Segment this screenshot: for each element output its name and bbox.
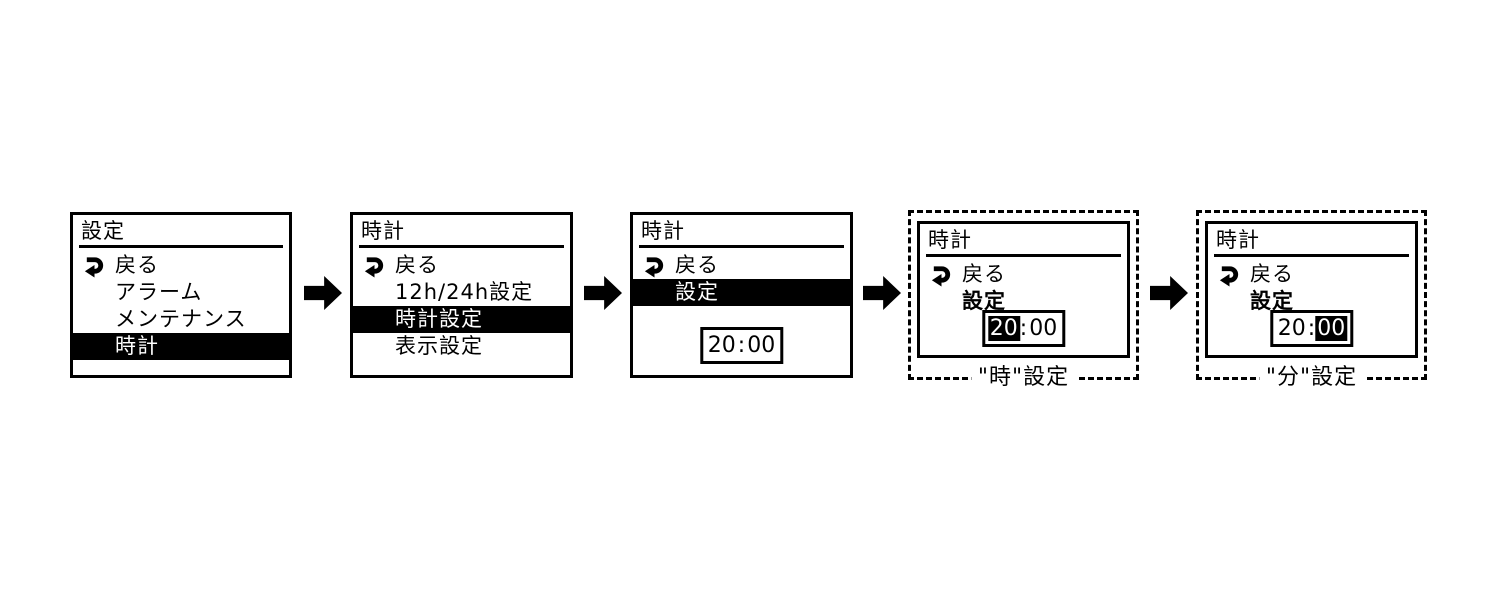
menu-item-label: 設定 (962, 289, 1006, 313)
flow-arrow-icon (863, 276, 901, 310)
time-display: 20:00 (699, 327, 784, 364)
screen-title: 時計 (361, 219, 405, 243)
menu-item-label: 戻る (1250, 262, 1294, 286)
time-separator: : (1019, 316, 1028, 341)
screen-clock-setting: 時計 戻る 設定 20:00 (630, 212, 853, 378)
screen-content: 時計 戻る 設定 20:00 (1208, 224, 1415, 355)
time-separator: : (737, 333, 746, 358)
title-underline (79, 245, 283, 248)
title-underline (639, 245, 844, 248)
screen-settings-menu: 設定 戻る アラーム メンテナンス 時計 (70, 212, 292, 378)
menu-item-label: 設定 (675, 280, 719, 304)
title-underline (926, 254, 1121, 257)
menu-item-label: 戻る (675, 253, 719, 277)
time-display: 20:00 (981, 310, 1066, 347)
title-underline (359, 245, 564, 248)
screen-content: 時計 戻る 設定 20:00 (633, 215, 850, 375)
step-caption-hour-setting: "時"設定 (970, 364, 1077, 392)
menu-item-label: 設定 (1250, 289, 1294, 313)
menu-item-back: 戻る (79, 252, 283, 279)
screen-title: 時計 (928, 228, 972, 252)
menu-item-back: 戻る (639, 252, 844, 279)
menu-item-maintenance: メンテナンス (79, 306, 283, 333)
menu-item-clock-setting-highlighted: 時計設定 (353, 306, 570, 333)
flow-arrow-icon (584, 276, 622, 310)
time-minute: 00 (1029, 316, 1058, 341)
screen-content: 時計 戻る 設定 20:00 (920, 224, 1127, 355)
time-minute-selected: 00 (1315, 316, 1348, 341)
menu-item-back: 戻る (926, 261, 1121, 288)
menu-item-hour-format: 12h/24h設定 (359, 279, 564, 306)
menu-item-setting: 設定 (926, 288, 1121, 315)
return-arrow-icon (642, 253, 667, 278)
screen-content: 時計 戻る 12h/24h設定 時計設定 表示設定 (353, 215, 570, 375)
return-arrow-icon (1217, 262, 1242, 287)
menu-item-label: 時計設定 (395, 307, 483, 331)
menu-item-label: 12h/24h設定 (395, 280, 534, 304)
screen-clock-menu: 時計 戻る 12h/24h設定 時計設定 表示設定 (350, 212, 573, 378)
return-arrow-icon (929, 262, 954, 287)
screen-title: 設定 (81, 219, 125, 243)
return-arrow-icon (362, 253, 387, 278)
title-underline (1214, 254, 1409, 257)
menu-item-alarm: アラーム (79, 279, 283, 306)
menu-item-label: 時計 (115, 334, 159, 358)
menu-item-label: 戻る (962, 262, 1006, 286)
menu-item-label: メンテナンス (115, 307, 247, 331)
menu-item-label: アラーム (115, 280, 203, 304)
flow-arrow-icon (304, 276, 342, 310)
menu-item-setting-highlighted: 設定 (633, 279, 850, 306)
hour-setting-step-frame: 時計 戻る 設定 20:00 "時"設定 (908, 210, 1139, 392)
menu-item-label: 表示設定 (395, 334, 483, 358)
minute-setting-step-frame: 時計 戻る 設定 20:00 "分"設定 (1196, 210, 1427, 392)
menu-item-label: 戻る (115, 253, 159, 277)
menu-item-label: 戻る (395, 253, 439, 277)
time-hour: 20 (707, 333, 736, 358)
return-arrow-icon (82, 253, 107, 278)
screen-minute-setting: 時計 戻る 設定 20:00 (1205, 221, 1418, 358)
screen-hour-setting: 時計 戻る 設定 20:00 (917, 221, 1130, 358)
flow-arrow-icon (1150, 276, 1188, 310)
screen-content: 設定 戻る アラーム メンテナンス 時計 (73, 215, 289, 375)
screen-title: 時計 (1216, 228, 1260, 252)
menu-item-back: 戻る (359, 252, 564, 279)
menu-item-display-setting: 表示設定 (359, 333, 564, 360)
menu-item-setting: 設定 (1214, 288, 1409, 315)
time-separator: : (1307, 316, 1316, 341)
screen-title: 時計 (641, 219, 685, 243)
time-hour-selected: 20 (987, 316, 1020, 341)
step-caption-minute-setting: "分"設定 (1258, 364, 1365, 392)
menu-item-clock-highlighted: 時計 (73, 333, 289, 360)
time-minute: 00 (747, 333, 776, 358)
time-display: 20:00 (1269, 310, 1354, 347)
time-hour: 20 (1277, 316, 1306, 341)
menu-item-back: 戻る (1214, 261, 1409, 288)
